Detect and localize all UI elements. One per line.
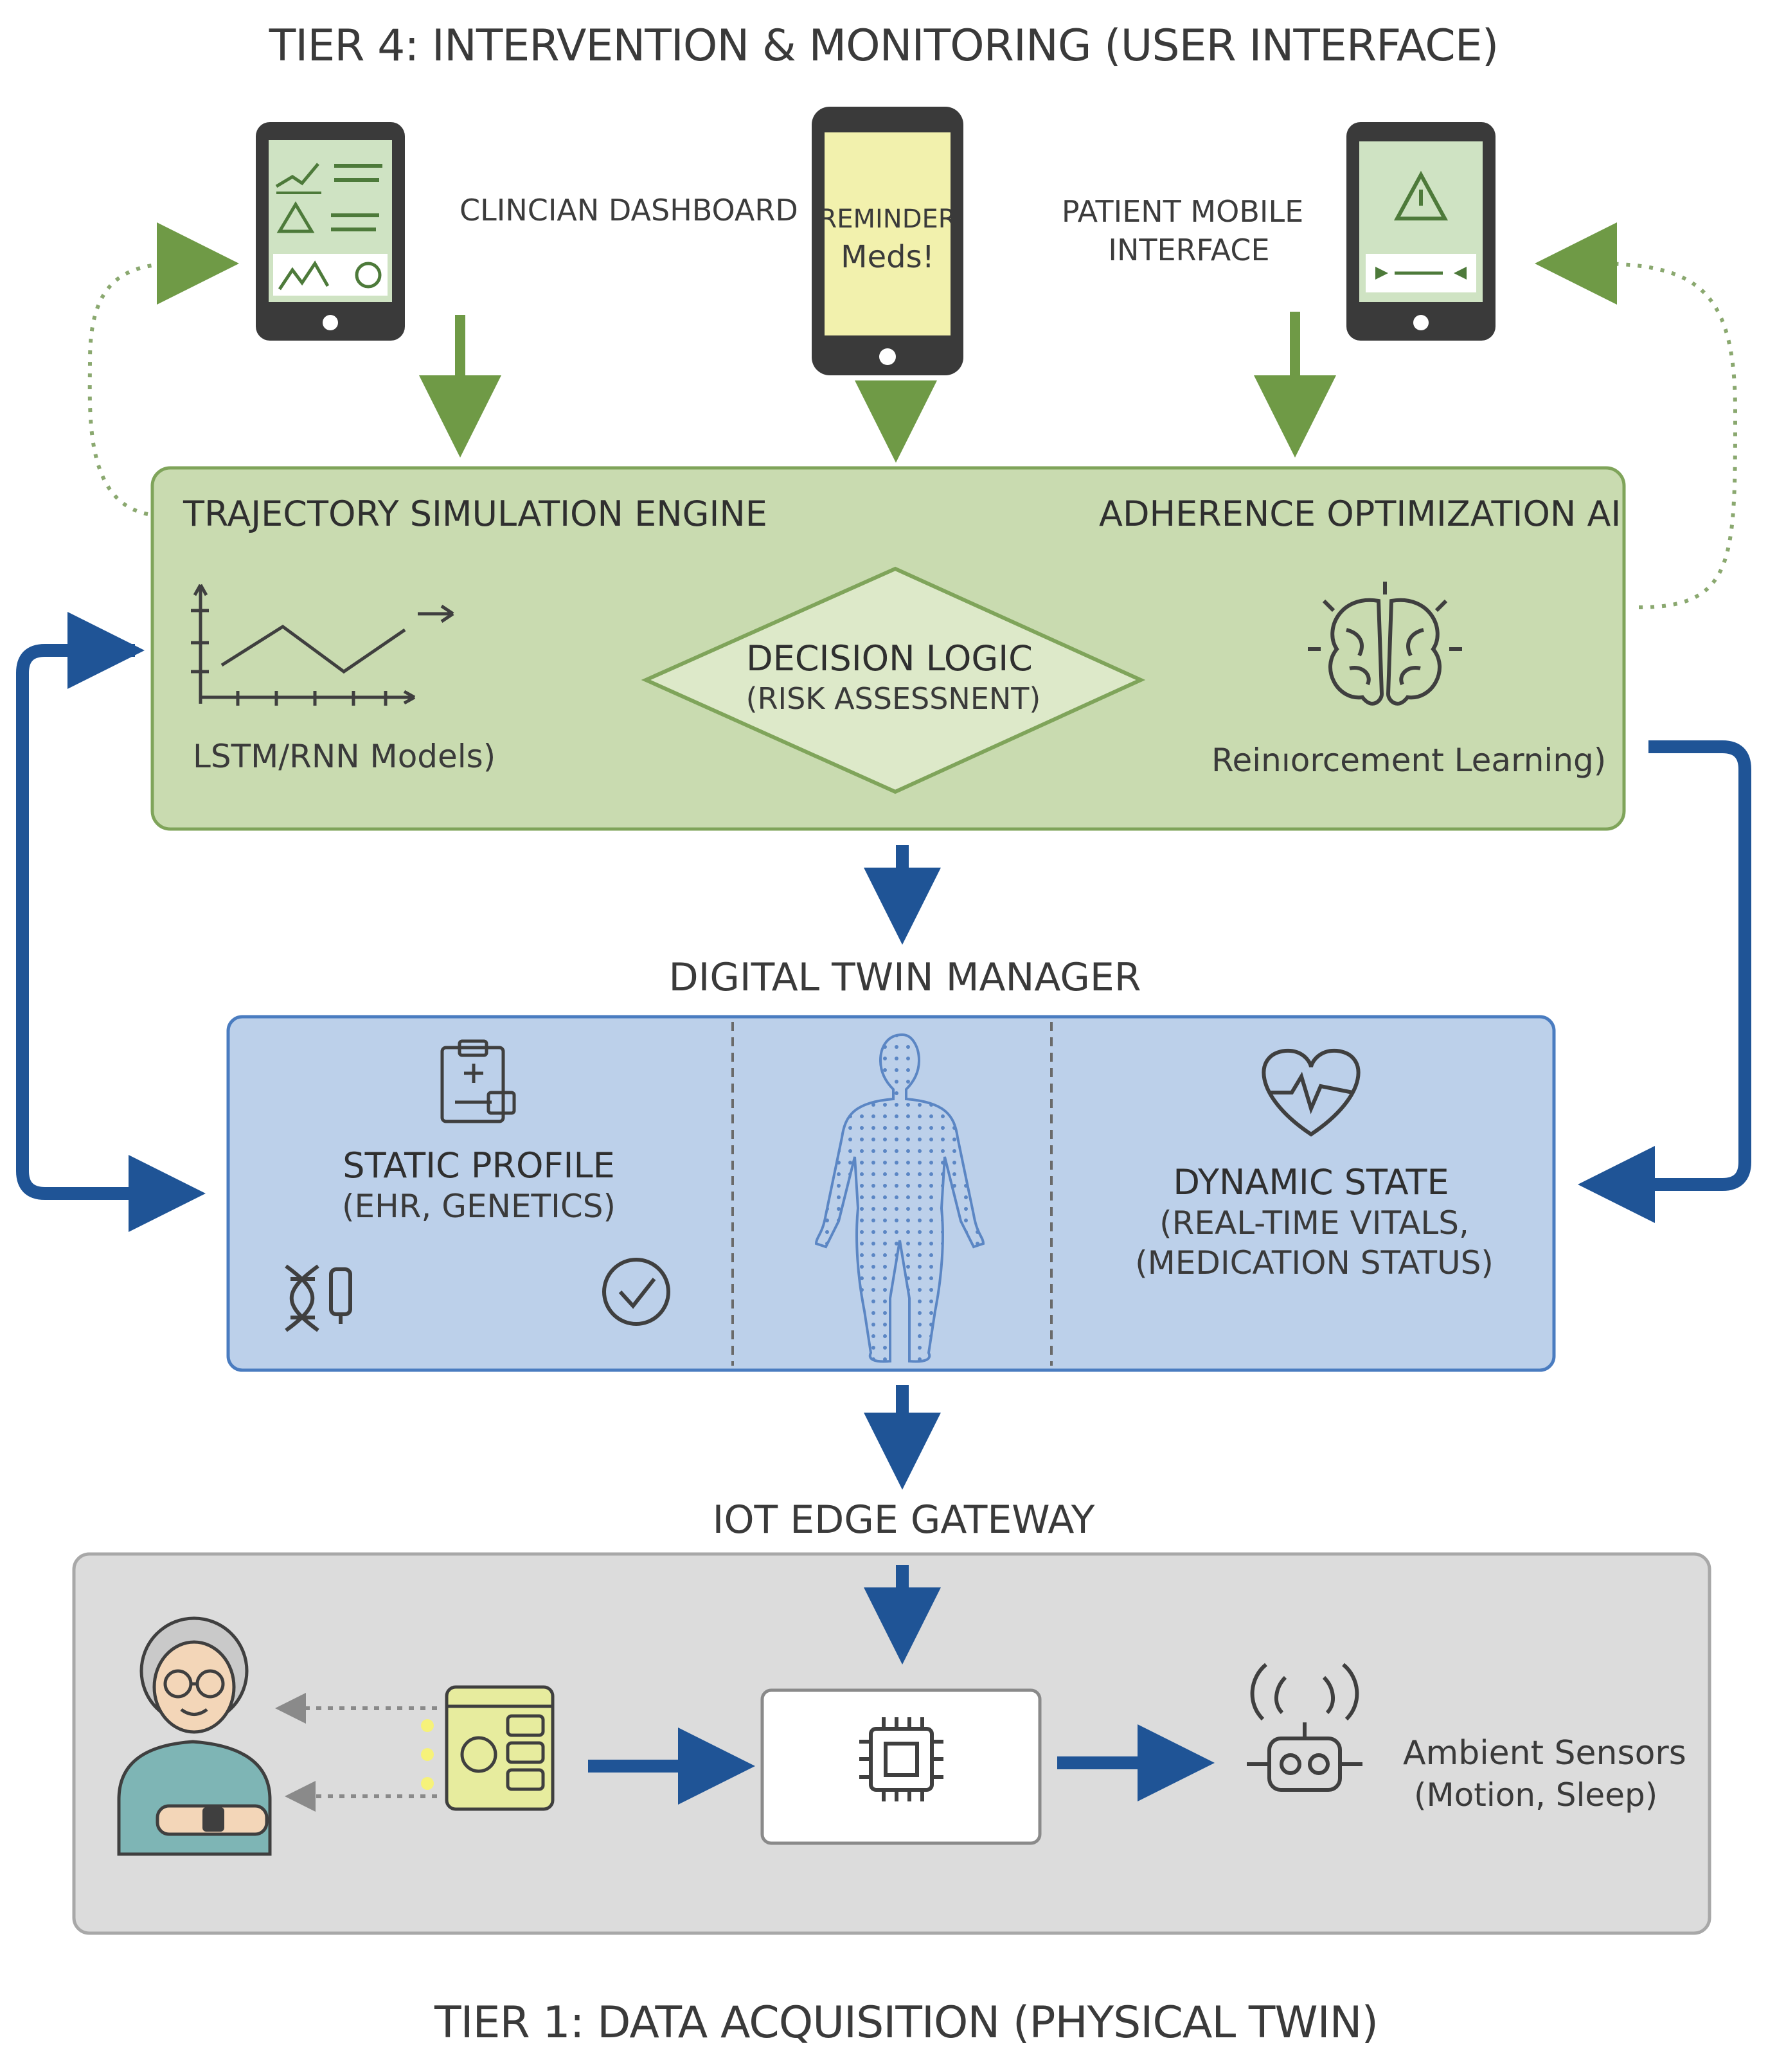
meds-text: Meds! — [841, 239, 934, 275]
static-profile-sub: (EHR, GENETICS) — [341, 1188, 616, 1225]
ambient-sensors-title: Ambient Sensors — [1403, 1734, 1686, 1773]
reinforcement-learning-caption: Reinıorcement Learning) — [1211, 742, 1607, 779]
heart-pulse-icon — [1262, 1048, 1361, 1137]
dna-icon — [285, 1264, 352, 1332]
dynamic-state-title: DYNAMIC STATE — [1173, 1162, 1449, 1202]
signal-dot — [421, 1748, 434, 1761]
decision-logic-title: DECISION LOGIC — [746, 638, 1033, 679]
reminder-text: REMINDER — [819, 204, 956, 234]
signal-dot — [421, 1719, 434, 1732]
risk-assessment-text: (RISK ASSESSNENT) — [746, 681, 1041, 716]
lstm-rnn-caption: LSTM/RNN Models) — [193, 738, 496, 775]
elderly-patient-icon — [117, 1616, 272, 1856]
patient-mobile-label: PATIENT MOBILE — [1061, 194, 1304, 229]
realtime-vitals-text: (REAL-TIME VITALS, — [1159, 1204, 1469, 1242]
ambient-sensors-sub: (Motion, Sleep) — [1414, 1776, 1658, 1814]
patient-phone-icon — [1346, 122, 1496, 341]
tier4-title: TIER 4: INTERVENTION & MONITORING (USER … — [269, 21, 1499, 71]
clipboard-icon — [440, 1039, 516, 1123]
iot-gateway-title: IOT EDGE GATEWAY — [712, 1497, 1095, 1542]
clinician-dashboard-label: CLINCIAN DASHBOARD — [460, 193, 798, 228]
human-body-icon — [814, 1033, 985, 1363]
checkmark-icon — [602, 1258, 670, 1326]
chip-icon — [859, 1717, 943, 1801]
adherence-ai-title: ADHERENCE OPTIMIZATION AI — [1099, 494, 1621, 534]
digital-twin-title: DIGITAL TWIN MANAGER — [668, 955, 1141, 1000]
brain-icon — [1308, 582, 1462, 706]
ambient-sensor-icon — [1247, 1663, 1362, 1792]
wearable-device-icon — [445, 1685, 555, 1811]
trajectory-chart-icon — [191, 584, 454, 706]
static-profile-title: STATIC PROFILE — [343, 1145, 615, 1186]
gateway-box — [760, 1688, 1042, 1845]
clinician-tablet-icon — [256, 122, 405, 341]
decision-logic-diamond — [641, 566, 1146, 794]
interface-label: INTERFACE — [1108, 233, 1270, 267]
medication-status-text: (MEDICATION STATUS) — [1135, 1244, 1494, 1282]
reminder-phone-icon — [812, 107, 963, 375]
tier1-title: TIER 1: DATA ACQUISITION (PHYSICAL TWIN) — [434, 1997, 1379, 2048]
signal-dot — [421, 1777, 434, 1790]
trajectory-engine-title: TRAJECTORY SIMULATION ENGINE — [183, 494, 767, 534]
